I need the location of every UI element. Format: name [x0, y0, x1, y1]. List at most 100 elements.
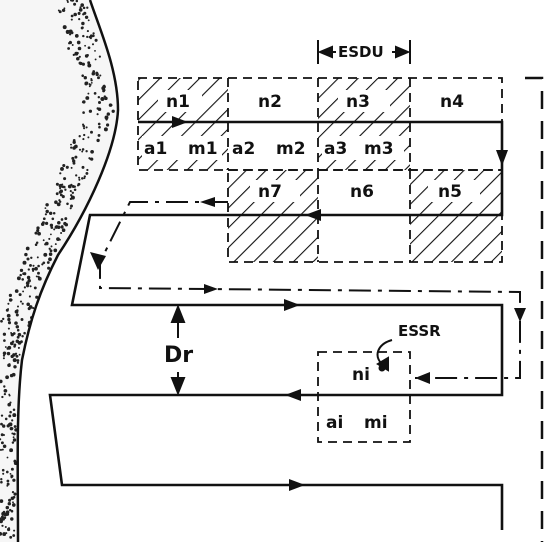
stipple-dot [35, 241, 39, 244]
stipple-dot [32, 307, 35, 310]
stipple-dot [13, 492, 17, 496]
stipple-dot [7, 423, 11, 426]
stipple-dot [59, 187, 62, 190]
labels: n1 n2 n3 n4 n7 n6 n5 ni a1 m1 a2 m2 a3 m… [144, 43, 464, 433]
stipple-dot [0, 414, 4, 417]
stipple-dot [65, 165, 69, 169]
stipple-dot [48, 257, 52, 262]
stipple-dot [31, 267, 35, 271]
stipple-dot [84, 15, 89, 19]
stipple-dot [88, 85, 91, 88]
stipple-dot [9, 473, 12, 475]
stipple-dot [44, 207, 47, 210]
stipple-dot [81, 177, 84, 180]
stipple-dot [14, 309, 19, 314]
stipple-dot [49, 233, 52, 236]
flow-arrow-icon [514, 308, 526, 322]
stipple-dot [79, 6, 82, 9]
stipple-dot [0, 319, 3, 323]
stipple-dot [88, 157, 91, 160]
stipple-dot [95, 71, 99, 75]
stipple-dot [92, 32, 95, 35]
stipple-dot [0, 441, 4, 445]
stipple-dot [29, 263, 32, 267]
stipple-dot [85, 126, 88, 129]
stipple-dot [78, 148, 82, 151]
stipple-dot [71, 191, 75, 195]
stipple-dot [91, 71, 96, 76]
stipple-dot [58, 183, 63, 188]
stipple-dot [50, 245, 53, 248]
sublabel-ai: ai [326, 413, 343, 433]
stipple-dot [11, 503, 16, 507]
stipple-dot [22, 272, 25, 276]
stipple-dot [71, 156, 75, 160]
stipple-dot [13, 529, 16, 532]
stipple-dot [20, 318, 24, 321]
stipple-dot [97, 122, 101, 126]
stipple-dot [70, 204, 73, 208]
stipple-dot [54, 225, 58, 229]
stipple-dot [77, 46, 82, 51]
stipple-dot [100, 97, 105, 101]
stipple-dot [72, 139, 76, 142]
stipple-dot [69, 190, 72, 193]
stipple-dot [54, 200, 58, 204]
stipple-dot [4, 525, 7, 529]
stipple-dot [18, 353, 21, 356]
stipple-dot [16, 276, 21, 281]
stipple-dot [10, 333, 14, 337]
stipple-dot [48, 247, 51, 250]
stipple-dot [98, 125, 101, 129]
flow-arrow-icon [496, 150, 508, 166]
stipple-dot [78, 8, 83, 12]
stipple-dot [105, 118, 108, 121]
essr-label: ESSR [398, 322, 441, 340]
stipple-dot [13, 343, 17, 347]
stipple-dot [70, 14, 74, 18]
label-backgrounds [142, 90, 480, 202]
stipple-dot [62, 163, 66, 168]
stipple-dot [59, 193, 63, 197]
stipple-dot [23, 286, 27, 289]
cell-label-n5: n5 [438, 182, 462, 202]
essr-pointer [376, 339, 393, 372]
stipple-dot [3, 392, 7, 396]
stipple-dot [16, 361, 20, 364]
stipple-dot [51, 217, 55, 221]
stipple-dot [92, 70, 96, 73]
stipple-dot [87, 46, 91, 50]
stipple-dot [82, 6, 86, 10]
stipple-dot [0, 438, 2, 441]
survey-track [48, 120, 504, 530]
stipple-dot [8, 414, 12, 418]
flow-arrow-icon [285, 389, 301, 401]
right-boundary [525, 76, 544, 542]
stipple-dot [43, 252, 48, 257]
stipple-dot [57, 220, 61, 225]
stipple-dot [78, 18, 81, 21]
stipple-dot [81, 150, 84, 153]
stipple-dot [4, 346, 7, 348]
stipple-dot [87, 63, 92, 68]
stipple-dot [7, 302, 10, 305]
stipple-dot [82, 111, 85, 114]
stipple-dot [2, 472, 5, 475]
stipple-dot [5, 375, 9, 380]
flow-arrow-icon [204, 284, 218, 294]
stipple-dot [11, 441, 15, 444]
stipple-dot [84, 44, 87, 47]
stipple-dot [15, 289, 18, 293]
stipple-dot [12, 478, 16, 482]
stipple-dot [8, 293, 12, 297]
stipple-dot [81, 148, 85, 151]
stipple-dot [111, 109, 115, 113]
esdu-label: ESDU [338, 43, 384, 61]
stipple-dot [81, 74, 84, 77]
stipple-dot [85, 150, 88, 153]
stipple-dot [26, 257, 30, 261]
stipple-dot [86, 168, 89, 172]
stipple-dot [87, 136, 90, 139]
stipple-dot [9, 448, 14, 453]
stipple-dot [3, 385, 6, 388]
